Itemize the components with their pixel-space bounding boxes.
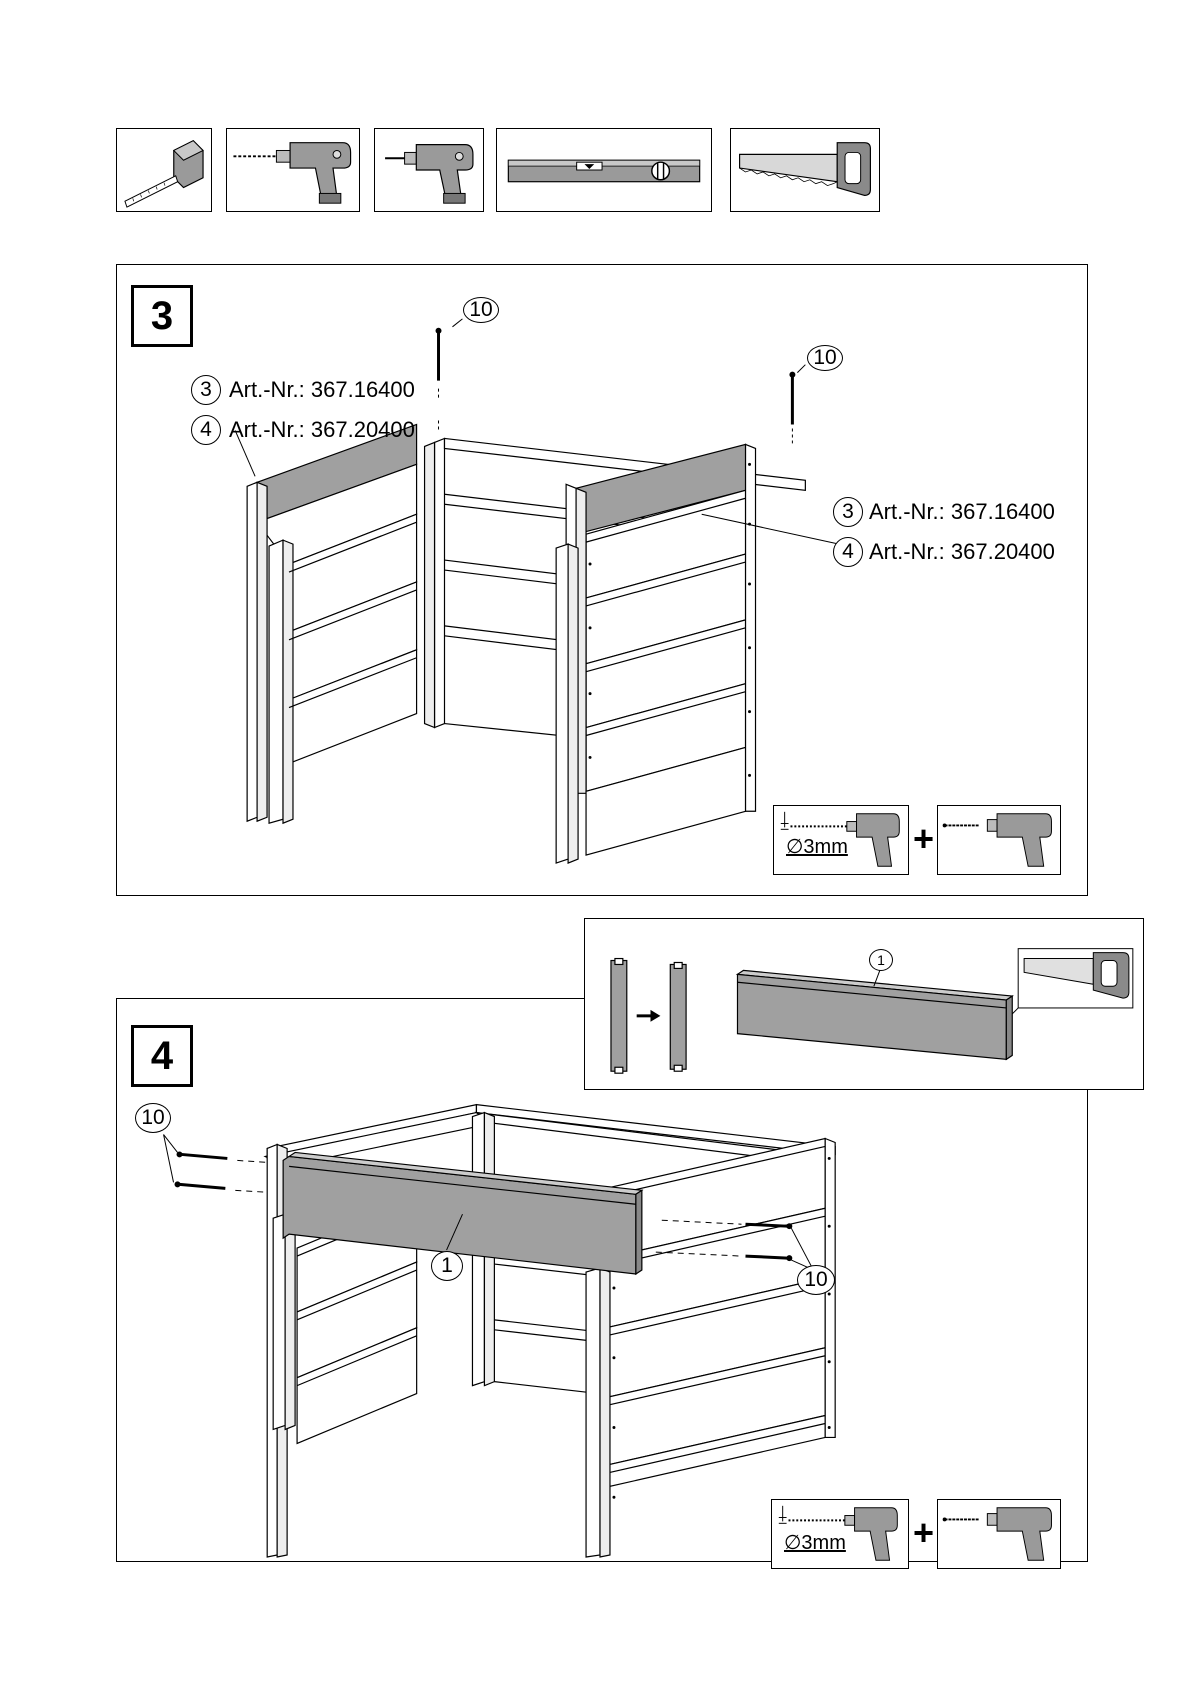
tool-hand-saw [730, 128, 880, 212]
screwdriver-icon [938, 806, 1060, 874]
step-3-predrill-box: ∅3mm [773, 805, 909, 875]
tape-measure-icon [117, 129, 211, 211]
step-3-screw-callout-left: 10 [463, 297, 499, 323]
step-3-art-nr-right-1: Art.-Nr.: 367.16400 [869, 499, 1055, 525]
step-3-art-nr-left-2: Art.-Nr.: 367.20400 [229, 417, 415, 443]
step-3-ref-3-right: 3 [833, 497, 863, 527]
inset-board-callout: 1 [869, 949, 893, 971]
step-4-screw-callout-left: 10 [135, 1103, 171, 1133]
drill-icon [227, 129, 359, 211]
step-3-plus: + [913, 821, 934, 857]
step-4-predrill-box: ∅3mm [771, 1499, 909, 1569]
tool-drill [226, 128, 360, 212]
screwdriver-drill-icon [375, 129, 483, 211]
step-3-number: 3 [131, 285, 193, 347]
cut-board-illustration [585, 919, 1143, 1089]
step-3-ref-4-left: 4 [191, 415, 221, 445]
tool-screwdriver-drill [374, 128, 484, 212]
step-3-panel: 3 10 10 3 Art.-Nr.: 367.16400 4 Art.-Nr.… [116, 264, 1088, 896]
step-3-ref-3-left: 3 [191, 375, 221, 405]
step-3-art-nr-left-1: Art.-Nr.: 367.16400 [229, 377, 415, 403]
step-3-screw-callout-right: 10 [807, 345, 843, 371]
step-4-drill-size: ∅3mm [784, 1532, 846, 1554]
step-3-ref-4-right: 4 [833, 537, 863, 567]
step-4-cut-inset: 1 [584, 918, 1144, 1090]
screwdriver-icon [938, 1500, 1060, 1568]
step-4-board-callout: 1 [431, 1251, 463, 1281]
step-3-art-nr-right-2: Art.-Nr.: 367.20400 [869, 539, 1055, 565]
step-4-screw-callout-right: 10 [797, 1265, 835, 1295]
step-4-plus: + [913, 1515, 934, 1551]
spirit-level-icon [497, 129, 711, 211]
step-3-illustration [117, 265, 1087, 895]
tool-spirit-level [496, 128, 712, 212]
hand-saw-icon [731, 129, 879, 211]
step-3-drill-size: ∅3mm [786, 836, 848, 858]
step-4-screw-box [937, 1499, 1061, 1569]
tool-tape-measure [116, 128, 212, 212]
step-3-screw-box [937, 805, 1061, 875]
step-4-number: 4 [131, 1025, 193, 1087]
